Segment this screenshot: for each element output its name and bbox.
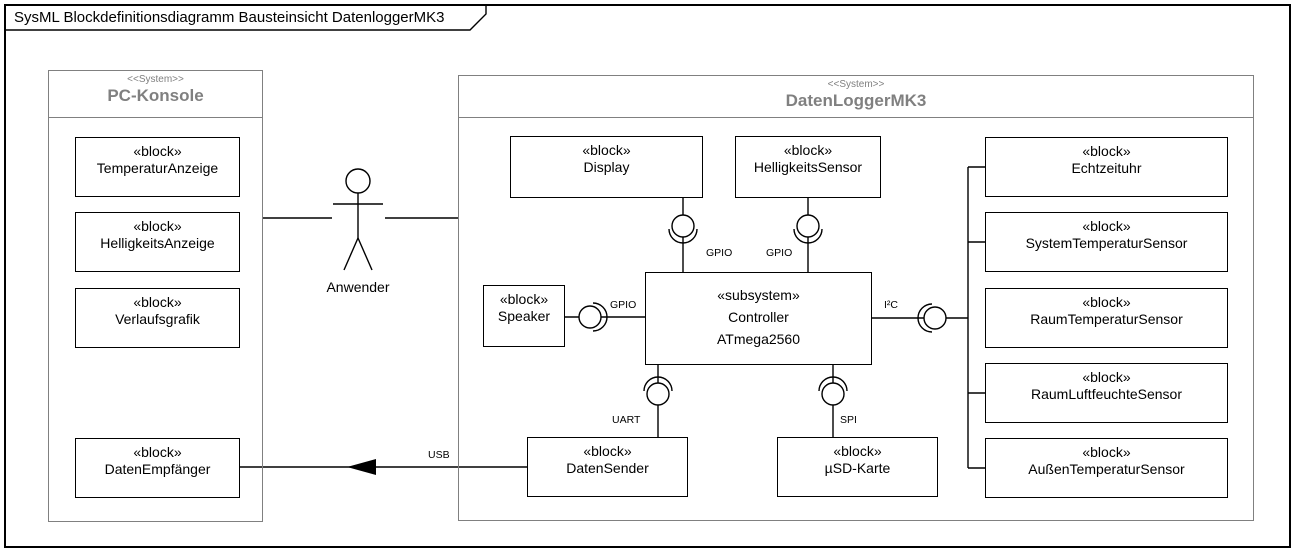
container-datenlogger [458,75,1254,521]
block-display: «block» Display [510,136,703,198]
block-stereotype: «block» [1082,143,1131,159]
datenlogger-stereotype: <<System>> [827,79,885,90]
block-name: HelligkeitsAnzeige [100,235,215,251]
block-stereotype: «block» [133,218,182,234]
block-name: RaumTemperaturSensor [1030,311,1183,327]
block-raumtemperatursensor: «block» RaumTemperaturSensor [985,288,1228,348]
block-name: Display [583,159,630,175]
block-aussentemperatursensor: «block» AußenTemperaturSensor [985,438,1228,498]
block-verlaufsgrafik: «block» Verlaufsgrafik [75,288,240,348]
block-speaker: «block» Speaker [483,285,565,347]
block-name: TemperaturAnzeige [96,160,219,176]
block-name: Verlaufsgrafik [115,311,200,327]
block-type: ATmega2560 [716,331,800,347]
diagram-frame [4,4,1291,548]
port-label-gpio-display: GPIO [706,247,733,259]
container-pc-konsole [48,70,263,522]
block-stereotype: «block» [582,142,631,158]
block-stereotype: «block» [1082,369,1131,385]
block-stereotype: «block» [783,142,833,158]
block-name: AußenTemperaturSensor [1028,461,1185,477]
port-label-i2c: I²C [884,299,898,311]
block-systemtemperatursensor: «block» SystemTemperaturSensor [985,212,1228,272]
block-name: HelligkeitsSensor [753,159,863,175]
block-name: DatenSender [566,460,649,476]
block-stereotype: «block» [1082,218,1131,234]
block-datensender: «block» DatenSender [527,437,688,497]
block-echtzeituhr: «block» Echtzeituhr [985,137,1228,197]
block-stereotype: «block» [499,291,549,307]
block-temperaturanzeige: «block» TemperaturAnzeige [75,137,240,197]
block-name: Speaker [497,308,551,324]
block-name: DatenEmpfänger [104,461,211,477]
block-stereotype: «block» [133,444,182,460]
block-stereotype: «block» [583,443,632,459]
block-name: SystemTemperaturSensor [1025,235,1188,251]
port-label-spi: SPI [840,414,857,426]
diagram-title: SysML Blockdefinitionsdiagramm Bausteins… [14,9,445,26]
block-stereotype: «block» [833,443,882,459]
block-stereotype: «block» [1082,444,1131,460]
container-datenlogger-header: <<System>> DatenLoggerMK3 [458,75,1254,118]
pc-konsole-name: PC-Konsole [107,86,204,105]
port-label-gpio-helligkeit: GPIO [766,247,793,259]
datenlogger-name: DatenLoggerMK3 [785,91,927,110]
port-label-uart: UART [612,414,641,426]
block-controller: «subsystem» Controller ATmega2560 [645,272,872,365]
block-stereotype: «subsystem» [717,287,800,303]
pc-konsole-stereotype: <<System>> [127,74,184,85]
block-helligkeitssensor: «block» HelligkeitsSensor [735,136,881,198]
block-raumluftfeuchtesensor: «block» RaumLuftfeuchteSensor [985,363,1228,423]
block-stereotype: «block» [133,294,182,310]
container-pc-konsole-header: <<System>> PC-Konsole [48,70,263,118]
block-stereotype: «block» [1082,294,1131,310]
block-name: RaumLuftfeuchteSensor [1031,386,1182,402]
port-label-gpio-speaker: GPIO [610,299,637,311]
block-sd-karte: «block» µSD-Karte [777,437,938,497]
block-helligkeitsanzeige: «block» HelligkeitsAnzeige [75,212,240,272]
block-name: Controller [728,309,789,325]
actor-anwender-label: Anwender [326,279,390,295]
block-name: µSD-Karte [824,460,891,476]
port-label-usb: USB [428,449,450,461]
block-datenempfaenger: «block» DatenEmpfänger [75,438,240,498]
block-name: Echtzeituhr [1071,160,1142,176]
block-stereotype: «block» [133,143,182,159]
